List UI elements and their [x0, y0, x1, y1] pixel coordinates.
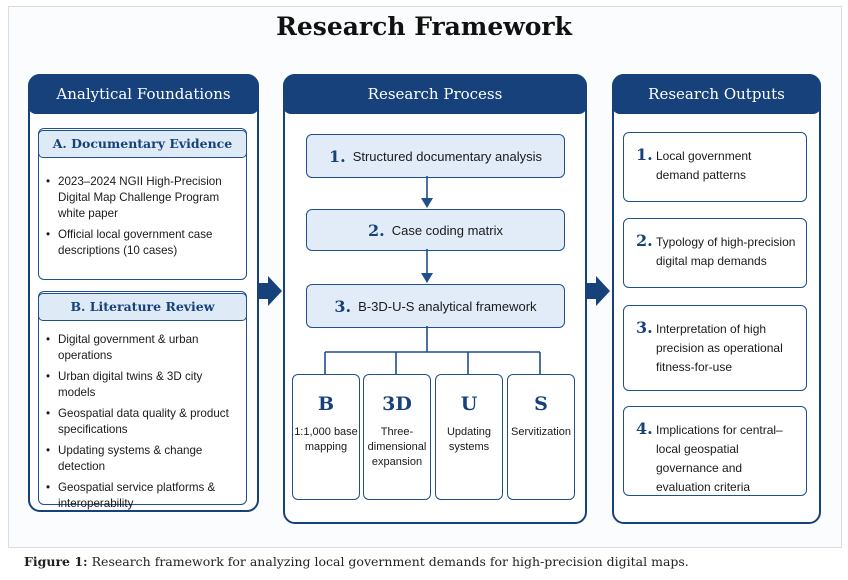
arrow-down-icon — [421, 273, 433, 283]
panel-header: Analytical Foundations — [28, 74, 259, 114]
list-item: Geospatial service platforms & interoper… — [44, 480, 240, 512]
component-description: 1:1,000 base mapping — [294, 426, 358, 453]
component-letter: S — [534, 393, 548, 415]
step-structured-analysis: 1. Structured documentary analysis — [306, 134, 565, 178]
list-item: 2023–2024 NGII High-Precision Digital Ma… — [44, 174, 240, 222]
component-description: Updating systems — [446, 426, 492, 453]
step-number: 3. — [334, 296, 352, 316]
component-letter: U — [460, 393, 478, 415]
output-number: 4. — [636, 419, 653, 438]
list-item: Geospatial data quality & product specif… — [44, 406, 240, 438]
component-u: U Updating systems — [435, 374, 503, 500]
caption-label: Figure 1: — [24, 554, 88, 569]
literature-review-heading: B. Literature Review — [38, 293, 247, 321]
documentary-evidence-heading: A. Documentary Evidence — [38, 130, 247, 158]
literature-review-list: Digital government & urban operations Ur… — [44, 332, 240, 517]
output-implications: 4. Implications for central–local geospa… — [623, 406, 807, 496]
panel-header: Research Process — [283, 74, 587, 114]
output-demand-patterns: 1. Local government demand patterns — [623, 132, 807, 202]
arrow-right-icon — [586, 276, 610, 306]
component-description: Servitization — [511, 426, 571, 438]
component-letter: 3D — [382, 393, 412, 415]
component-description: Three-dimensional expansion — [367, 426, 427, 468]
list-item: Official local government case descripti… — [44, 227, 240, 259]
step-number: 2. — [368, 220, 385, 240]
list-item: Digital government & urban operations — [44, 332, 240, 364]
documentary-evidence-list: 2023–2024 NGII High-Precision Digital Ma… — [44, 174, 240, 264]
output-label: Interpretation of high precision as oper… — [656, 322, 783, 374]
step-case-coding: 2. Case coding matrix — [306, 209, 565, 251]
list-item: Urban digital twins & 3D city models — [44, 369, 240, 401]
component-3d: 3D Three-dimensional expansion — [363, 374, 431, 500]
output-number: 3. — [636, 318, 653, 337]
list-item: Updating systems & change detection — [44, 443, 240, 475]
arrow-down-icon — [421, 198, 433, 208]
component-b: B 1:1,000 base mapping — [292, 374, 360, 500]
component-s: S Servitization — [507, 374, 575, 500]
component-letter: B — [317, 393, 335, 415]
step-label: B-3D-U-S analytical framework — [358, 298, 537, 314]
output-label: Implications for central–local geospatia… — [656, 423, 783, 494]
step-label: Structured documentary analysis — [352, 148, 542, 164]
arrow-right-icon — [258, 276, 282, 306]
figure-caption: Figure 1: Research framework for analyzi… — [24, 554, 689, 569]
caption-text: Research framework for analyzing local g… — [87, 554, 689, 569]
output-label: Typology of high-precision digital map d… — [656, 235, 796, 268]
output-number: 2. — [636, 231, 653, 250]
output-interpretation: 3. Interpretation of high precision as o… — [623, 305, 807, 391]
output-typology: 2. Typology of high-precision digital ma… — [623, 218, 807, 288]
step-label: Case coding matrix — [391, 222, 503, 238]
figure-title: Research Framework — [276, 12, 572, 41]
output-number: 1. — [636, 145, 653, 164]
output-label: Local government demand patterns — [656, 149, 752, 182]
step-number: 1. — [328, 146, 346, 166]
step-analytical-framework: 3. B-3D-U-S analytical framework — [306, 284, 565, 328]
panel-header: Research Outputs — [612, 74, 821, 114]
